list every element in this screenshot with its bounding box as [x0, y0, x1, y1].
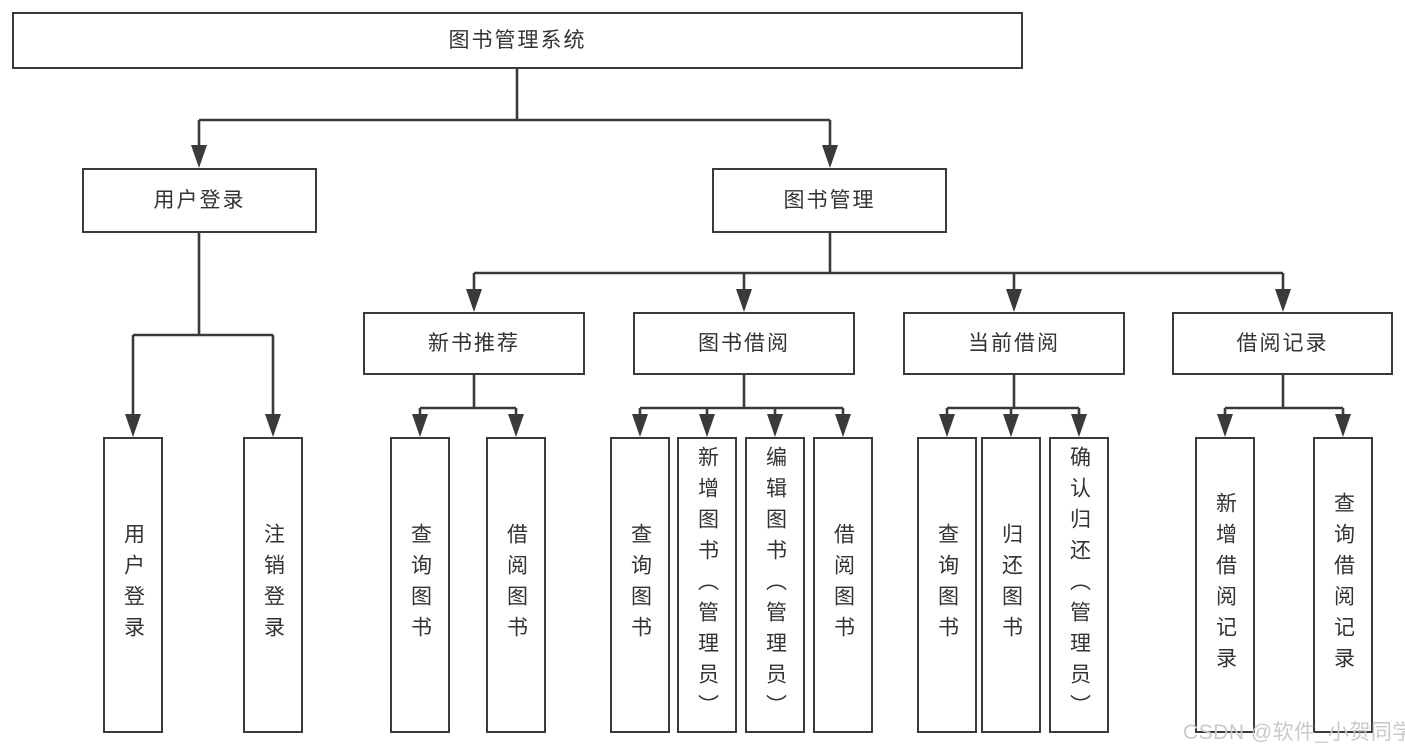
node-leaf-br-add-record-label: 新增借阅记录	[1213, 492, 1237, 678]
node-leaf-br-add-record: 新增借阅记录	[1195, 437, 1255, 733]
arrow-down-icon	[1003, 414, 1019, 437]
connector-new-book-rec-children	[412, 375, 524, 437]
arrow-down-icon	[412, 414, 428, 437]
node-root: 图书管理系统	[12, 12, 1023, 69]
node-leaf-rec-query-book-label: 查询图书	[408, 523, 432, 647]
node-leaf-logout-label: 注销登录	[261, 523, 285, 647]
node-new-book-rec-label: 新书推荐	[428, 331, 520, 355]
connector-root-to-level2	[191, 69, 838, 168]
node-leaf-bb-borrow-book-label: 借阅图书	[831, 523, 855, 647]
node-current-borrow-label: 当前借阅	[968, 331, 1060, 355]
connector-book-mgmt-children	[466, 233, 1291, 312]
node-leaf-bb-query-book-label: 查询图书	[628, 523, 652, 647]
arrow-down-icon	[632, 414, 648, 437]
arrow-down-icon	[1217, 414, 1233, 437]
arrow-down-icon	[1335, 414, 1351, 437]
node-leaf-rec-query-book: 查询图书	[390, 437, 450, 733]
node-leaf-cb-query-book: 查询图书	[917, 437, 977, 733]
node-leaf-bb-edit-book: 编辑图书（管理员）	[745, 437, 805, 733]
node-leaf-user-login: 用户登录	[103, 437, 163, 733]
node-leaf-bb-add-book: 新增图书（管理员）	[677, 437, 737, 733]
watermark: CSDN @软件_小贺同学	[1183, 721, 1405, 744]
node-book-mgmt: 图书管理	[712, 168, 947, 233]
arrow-down-icon	[767, 414, 783, 437]
arrow-down-icon	[191, 145, 207, 168]
arrow-down-icon	[1275, 289, 1291, 312]
arrow-down-icon	[835, 414, 851, 437]
node-current-borrow: 当前借阅	[903, 312, 1125, 375]
arrow-down-icon	[822, 145, 838, 168]
node-book-borrow-label: 图书借阅	[698, 331, 790, 355]
node-leaf-cb-return-book-label: 归还图书	[999, 523, 1023, 647]
arrow-down-icon	[699, 414, 715, 437]
arrow-down-icon	[265, 414, 281, 437]
node-leaf-rec-borrow-book-label: 借阅图书	[504, 523, 528, 647]
node-leaf-rec-borrow-book: 借阅图书	[486, 437, 546, 733]
node-borrow-record: 借阅记录	[1172, 312, 1393, 375]
arrow-down-icon	[466, 289, 482, 312]
node-leaf-cb-confirm-return-label: 确认归还（管理员）	[1067, 445, 1091, 725]
node-leaf-cb-query-book-label: 查询图书	[935, 523, 959, 647]
connector-book-borrow-children	[632, 375, 851, 437]
arrow-down-icon	[508, 414, 524, 437]
arrow-down-icon	[939, 414, 955, 437]
node-leaf-user-login-label: 用户登录	[121, 523, 145, 647]
node-leaf-cb-confirm-return: 确认归还（管理员）	[1049, 437, 1109, 733]
connector-current-borrow-children	[939, 375, 1087, 437]
node-leaf-bb-edit-book-label: 编辑图书（管理员）	[763, 445, 787, 725]
node-leaf-logout: 注销登录	[243, 437, 303, 733]
connector-user-login-children	[125, 233, 281, 437]
arrow-down-icon	[736, 289, 752, 312]
connector-borrow-record-children	[1217, 375, 1351, 437]
arrow-down-icon	[1006, 289, 1022, 312]
node-leaf-cb-return-book: 归还图书	[981, 437, 1041, 733]
node-borrow-record-label: 借阅记录	[1236, 331, 1329, 355]
node-leaf-bb-query-book: 查询图书	[610, 437, 670, 733]
node-user-login: 用户登录	[82, 168, 317, 233]
node-new-book-rec: 新书推荐	[363, 312, 585, 375]
node-book-borrow: 图书借阅	[633, 312, 855, 375]
node-leaf-bb-add-book-label: 新增图书（管理员）	[695, 445, 719, 725]
node-book-mgmt-label: 图书管理	[783, 188, 876, 212]
node-root-label: 图书管理系统	[448, 28, 587, 52]
node-leaf-br-query-record-label: 查询借阅记录	[1331, 492, 1355, 678]
node-leaf-bb-borrow-book: 借阅图书	[813, 437, 873, 733]
arrow-down-icon	[125, 414, 141, 437]
arrow-down-icon	[1071, 414, 1087, 437]
node-leaf-br-query-record: 查询借阅记录	[1313, 437, 1373, 733]
node-user-login-label: 用户登录	[153, 188, 246, 212]
